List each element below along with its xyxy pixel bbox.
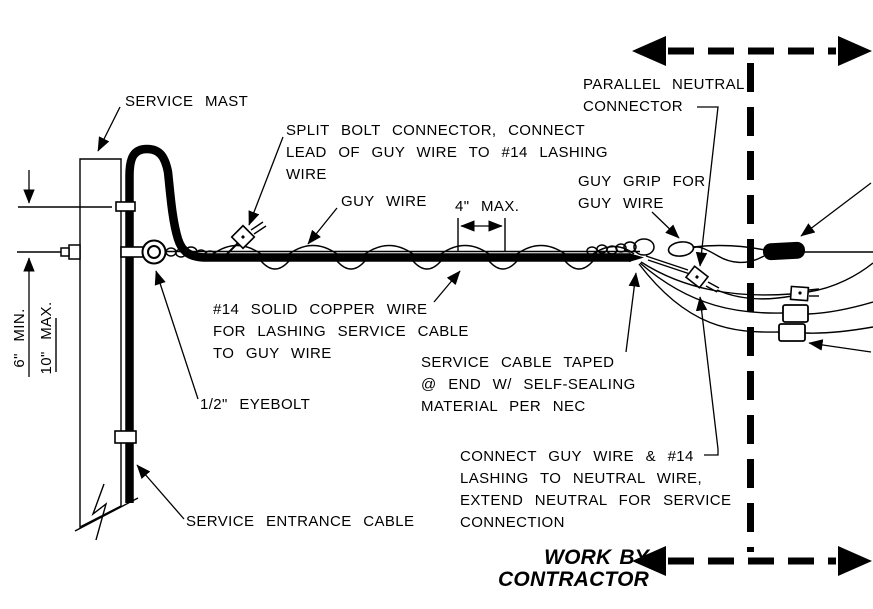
eyebolt-shaft: [120, 246, 145, 258]
mast-dimension: 6" MIN. 10" MAX.: [11, 170, 112, 377]
leader-connect-guy: [695, 296, 719, 456]
neutral-compression-connector: [762, 241, 806, 261]
boundary-arrow-bottom-right: [838, 546, 872, 576]
label-split-bolt-3: WIRE: [286, 166, 327, 183]
label-guy-grip-2: GUY WIRE: [578, 195, 664, 212]
labels: SERVICE MAST SPLIT BOLT CONNECTOR, CONNE…: [125, 76, 745, 591]
label-connect-guy-2: LASHING TO NEUTRAL WIRE,: [460, 470, 702, 487]
connection-detail: [638, 182, 873, 353]
leader-guy-grip: [651, 211, 680, 239]
parallel-neutral-connector: [684, 265, 710, 289]
eyebolt-assembly: [60, 239, 167, 265]
bolt-nut: [60, 247, 70, 257]
label-guy-wire: GUY WIRE: [341, 193, 427, 210]
leader-lashing-wire: [433, 270, 461, 303]
label-connect-guy-1: CONNECT GUY WIRE & #14: [460, 448, 694, 465]
cable-taper-end: [629, 253, 644, 262]
bolt-washer: [68, 244, 81, 260]
leader-guy-wire: [307, 207, 338, 245]
label-parallel-neutral-2: CONNECTOR: [583, 98, 683, 115]
mast-clamp-lower: [114, 430, 137, 444]
boundary-arrow-bottom-left: [632, 546, 666, 576]
label-parallel-neutral-1: PARALLEL NEUTRAL: [583, 76, 745, 93]
split-bolt-connector: [223, 221, 267, 258]
service-connector-2: [778, 323, 806, 342]
dim-10-max: 10" MAX.: [38, 301, 55, 374]
leader-service-mast: [97, 106, 121, 152]
label-lashing-2: FOR LASHING SERVICE CABLE: [213, 323, 469, 340]
leader-eyebolt: [154, 270, 199, 400]
break-symbol: [91, 483, 108, 541]
label-cable-taped-3: MATERIAL PER NEC: [421, 398, 586, 415]
label-eyebolt: 1/2" EYEBOLT: [200, 396, 310, 413]
lashing-tap-connector: [789, 285, 820, 302]
lashing-spacing-dimension: 4" MAX.: [455, 198, 519, 251]
arrow-to-neutral-connector: [800, 182, 872, 237]
leader-split-bolt: [248, 136, 284, 226]
label-split-bolt-1: SPLIT BOLT CONNECTOR, CONNECT: [286, 122, 585, 139]
label-service-mast: SERVICE MAST: [125, 93, 248, 110]
boundary-arrow-top-right: [838, 36, 872, 66]
leader-cable-taped: [625, 272, 640, 353]
label-lashing-3: TO GUY WIRE: [213, 345, 332, 362]
label-lashing-1: #14 SOLID COPPER WIRE: [213, 301, 427, 318]
mast-clamp-upper: [115, 201, 136, 212]
dim-6-min: 6" MIN.: [11, 308, 28, 367]
leaders: [97, 106, 719, 520]
work-boundary: [632, 36, 872, 576]
label-connect-guy-4: CONNECTION: [460, 514, 565, 531]
leader-parallel-neutral: [695, 106, 719, 267]
lashing-spirals: [212, 244, 635, 270]
label-work-by: WORK BY: [544, 546, 651, 569]
label-cable-taped-2: @ END W/ SELF-SEALING: [421, 376, 636, 393]
label-connect-guy-3: EXTEND NEUTRAL FOR SERVICE: [460, 492, 731, 509]
dim-4-max: 4" MAX.: [455, 198, 519, 215]
label-split-bolt-2: LEAD OF GUY WIRE TO #14 LASHING: [286, 144, 608, 161]
boundary-arrow-top-left: [632, 36, 666, 66]
arrow-to-service-connector: [808, 339, 872, 353]
leader-entrance-cable: [136, 464, 185, 520]
label-cable-taped-1: SERVICE CABLE TAPED: [421, 354, 614, 371]
service-connector-1: [782, 304, 809, 323]
label-guy-grip-1: GUY GRIP FOR: [578, 173, 705, 190]
guy-lead-twists-right: [586, 238, 655, 256]
label-entrance-cable: SERVICE ENTRANCE CABLE: [186, 513, 414, 530]
service-mast: [74, 158, 139, 541]
label-contractor: CONTRACTOR: [498, 568, 650, 591]
guy-grip: [667, 241, 695, 257]
